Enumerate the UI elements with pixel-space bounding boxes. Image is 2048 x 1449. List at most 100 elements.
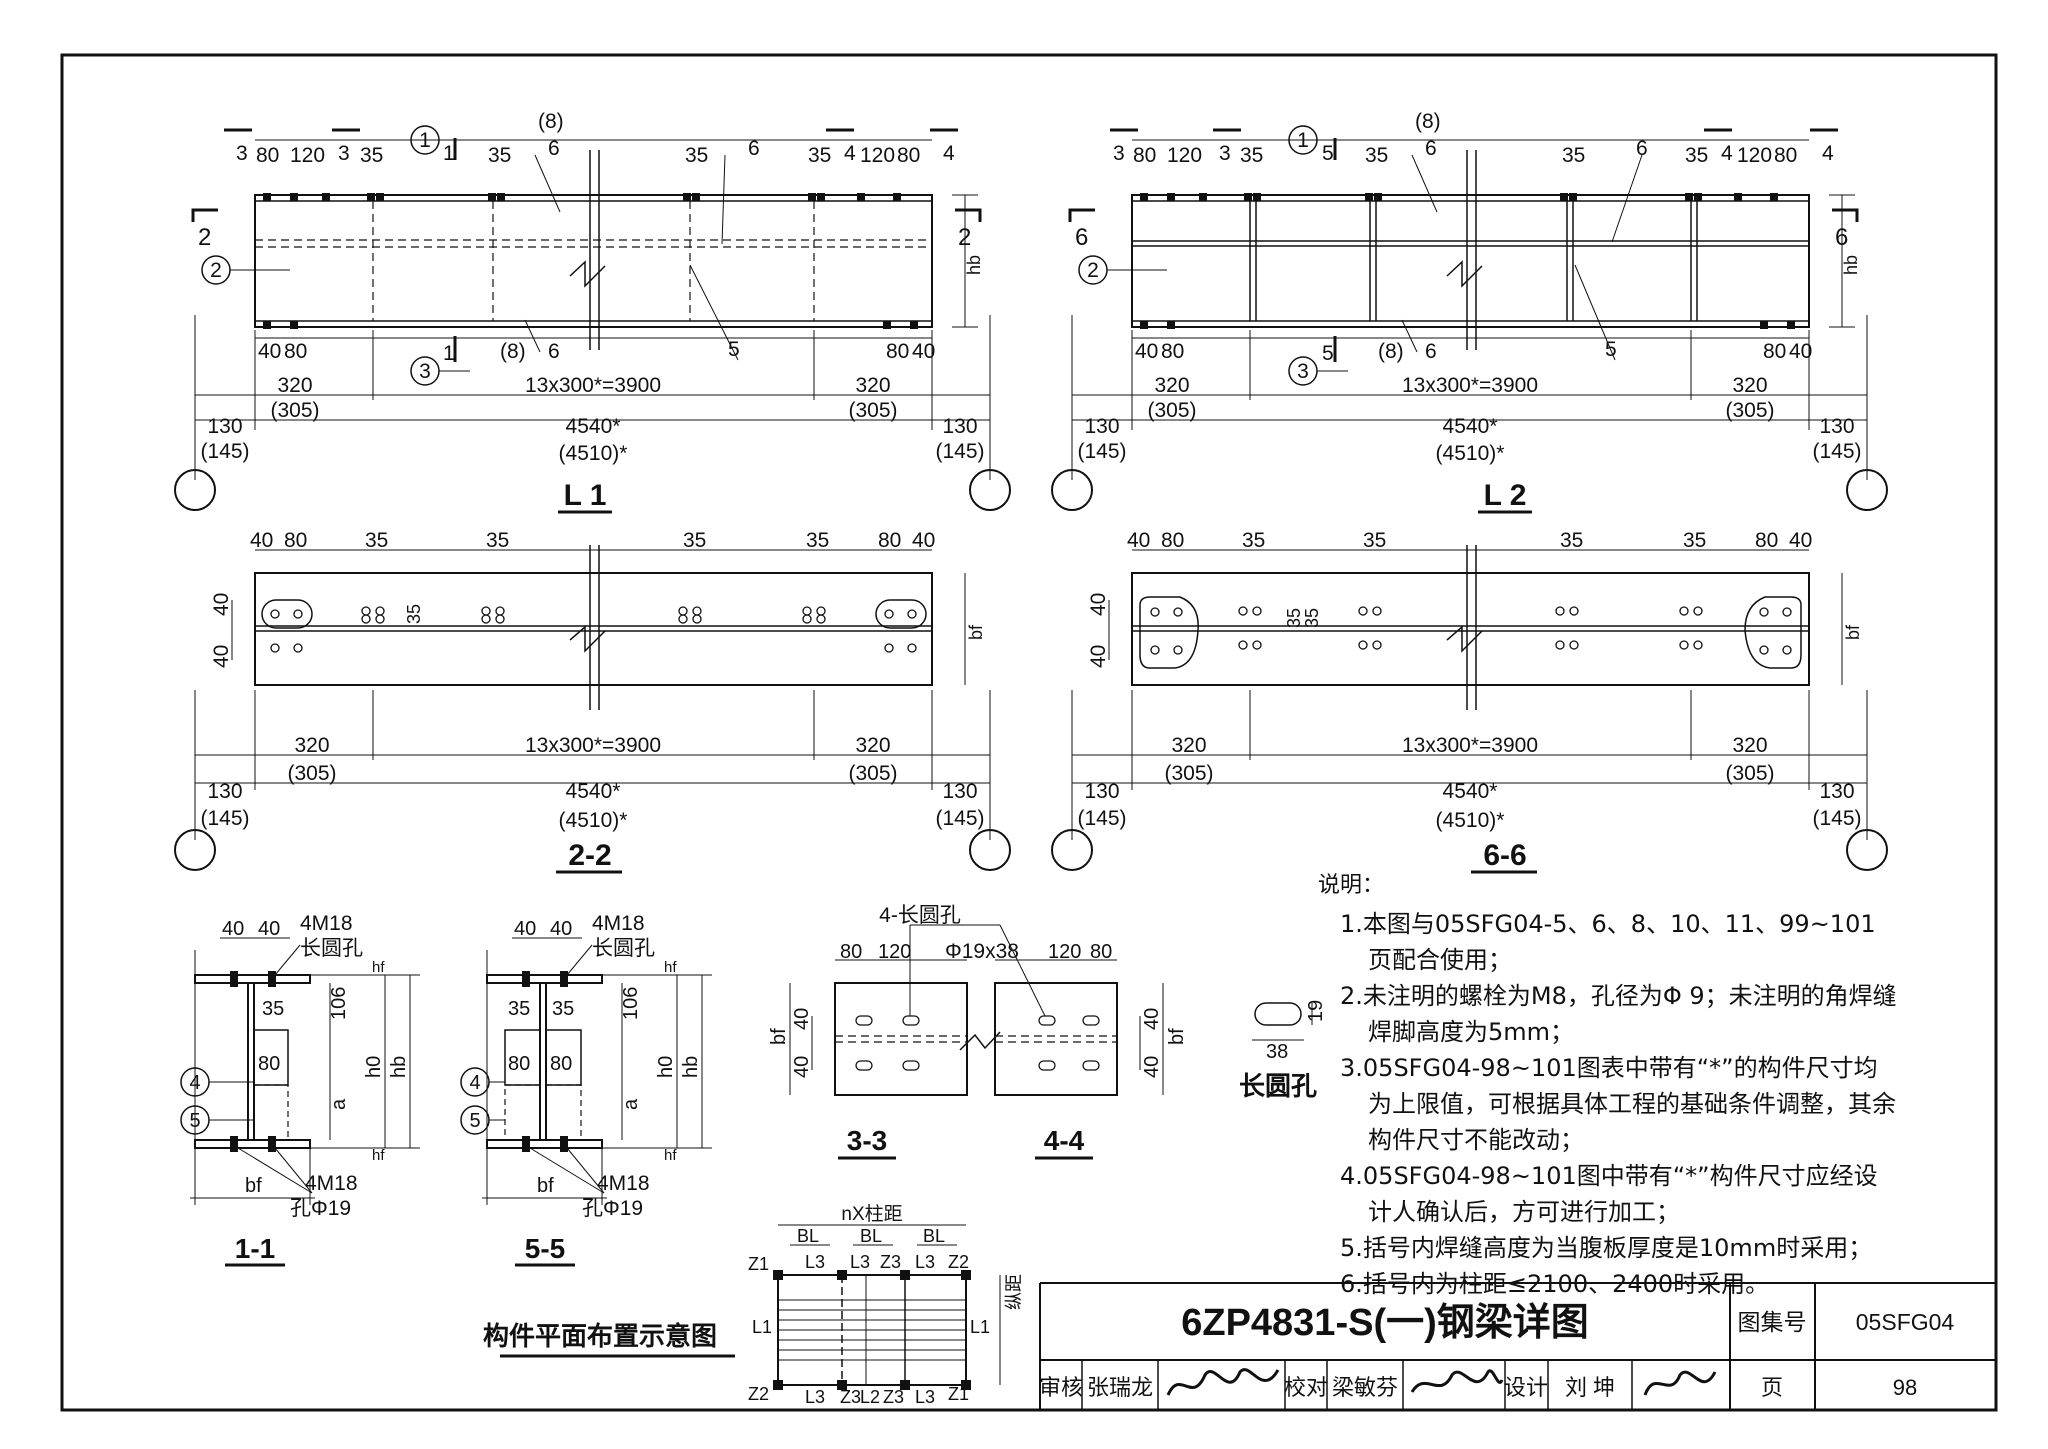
s22-top-label: 35: [683, 529, 706, 552]
s55-title: 5-5: [525, 1233, 565, 1264]
s22-side-label: 35: [404, 604, 424, 624]
s55-bottom-hole: 孔Φ19: [582, 1197, 643, 1220]
l1-bottom-label: 40: [258, 340, 281, 363]
slot-height: 19: [1305, 1000, 1327, 1022]
s66-top-label: 35: [1683, 529, 1706, 552]
section-5-5: [460, 937, 712, 1205]
note-item: 4.05SFG04-98~101图中带有“*”构件尺寸应经设计人确认后，方可进行…: [1340, 1162, 1878, 1226]
l1-callout: 5: [728, 338, 740, 361]
l2-callout: 6: [1425, 340, 1437, 363]
check-label: 校对: [1284, 1375, 1328, 1400]
section-3-3-4-4-labels: 4-长圆孔 Φ19x38 80 120 120 80 40 40 bf 40 4…: [768, 904, 1188, 1156]
beam-l2-labels: 3 80 120 3 35 35 35 35 4 120 80 4 5 5 6 …: [1075, 110, 1862, 512]
l2-top-label: 80: [1774, 144, 1797, 167]
plan-bl: BL: [860, 1226, 882, 1246]
l1-dim: (145): [935, 440, 984, 463]
s66-dim: 320: [1171, 734, 1206, 757]
s66-width-label: bf: [1843, 624, 1863, 640]
l2-top-label: 80: [1133, 144, 1156, 167]
s22-top-label: 80: [878, 529, 901, 552]
l1-callout: (8): [538, 110, 564, 133]
l1-bottom-label: 80: [886, 340, 909, 363]
slot-title: 长圆孔: [1239, 1071, 1317, 1101]
plan-top-row: Z3: [880, 1252, 901, 1272]
s33-hole-label: 4-长圆孔: [879, 904, 961, 927]
s66-side-label: 40: [1087, 645, 1110, 668]
reviewer-name: 张瑞龙: [1087, 1375, 1153, 1400]
plan-bl: BL: [797, 1226, 819, 1246]
l2-callout: (8): [1378, 340, 1404, 363]
s11-bottom-hole: 孔Φ19: [290, 1197, 351, 1220]
s66-dim: 130: [1084, 780, 1119, 803]
note-item: 5.括号内焊缝高度为当腹板厚度是10mm时采用；: [1340, 1234, 1873, 1262]
plan-top-row: Z2: [948, 1252, 969, 1272]
plan-bottom-row: Z3: [883, 1387, 904, 1407]
s22-dim: 130: [207, 780, 242, 803]
s55-top-dim: 40: [514, 918, 536, 940]
l2-member-number: 3: [1297, 360, 1309, 383]
l1-top-label: 80: [897, 144, 920, 167]
reviewer-signature: [1166, 1368, 1280, 1396]
l1-section-mark: 1: [443, 142, 455, 165]
plan-right: L1: [970, 1317, 990, 1337]
l2-top-label: 3: [1219, 142, 1231, 165]
l2-depth-label: hb: [1841, 255, 1861, 275]
s11-label: hf: [372, 959, 385, 976]
page-number: 98: [1893, 1375, 1917, 1400]
l2-dim: (305): [1725, 399, 1774, 422]
plan-bottom-row: Z2: [748, 1384, 769, 1404]
l1-dim: (145): [200, 440, 249, 463]
l2-dim: (145): [1812, 440, 1861, 463]
l2-member-number: 2: [1087, 259, 1099, 282]
l2-callout: 5: [1605, 338, 1617, 361]
s55-label: bf: [537, 1175, 554, 1197]
l2-section-mark: 5: [1322, 142, 1334, 165]
plan-top-row: Z1: [748, 1254, 769, 1274]
s33-side-label: 40: [791, 1056, 813, 1078]
s66-dim: (145): [1812, 807, 1861, 830]
s55-bottom-bolt: 4M18: [597, 1172, 650, 1195]
l2-dim: (305): [1147, 399, 1196, 422]
design-label: 设计: [1504, 1375, 1548, 1400]
s22-dim: 320: [294, 734, 329, 757]
l2-top-label: 35: [1240, 144, 1263, 167]
s22-side-label: 40: [210, 645, 233, 668]
l2-top-label: 4: [1721, 142, 1733, 165]
s55-label: a: [620, 1098, 642, 1110]
s22-top-label: 35: [806, 529, 829, 552]
s33-side-label: bf: [768, 1028, 790, 1045]
plan-bl: BL: [923, 1226, 945, 1246]
l1-callout: 6: [548, 340, 560, 363]
section-6-6-labels: 40 80 35 35 35 35 80 40 40 40 35 35 bf 3…: [1077, 529, 1863, 872]
s33-title: 3-3: [847, 1125, 887, 1156]
s66-top-label: 40: [1127, 529, 1150, 552]
plan-bottom-row: L2: [860, 1387, 880, 1407]
s11-top-bolt: 4M18: [300, 912, 353, 935]
l2-callout: 6: [1425, 137, 1437, 160]
s66-dim: 4540*: [1443, 780, 1498, 803]
s66-top-label: 35: [1363, 529, 1386, 552]
s66-top-label: 35: [1242, 529, 1265, 552]
review-label: 审核: [1039, 1375, 1083, 1400]
s22-dim: 320: [855, 734, 890, 757]
l1-dim: 4540*: [566, 415, 621, 438]
l2-top-label: 4: [1822, 142, 1834, 165]
l2-dim: 320: [1732, 374, 1767, 397]
s66-top-label: 35: [1560, 529, 1583, 552]
l1-section-mark: 2: [958, 224, 971, 251]
plan-bottom-row: Z1: [948, 1384, 969, 1404]
drawing-title: 6ZP4831-S(一)钢梁详图: [1181, 1302, 1589, 1344]
l2-top-label: 35: [1562, 144, 1585, 167]
page-label: 页: [1761, 1375, 1783, 1400]
s11-title: 1-1: [235, 1233, 275, 1264]
l2-top-label: 35: [1365, 144, 1388, 167]
notes-block: 说明： 1.本图与05SFG04-5、6、8、10、11、99~101页配合使用…: [1318, 868, 1898, 1302]
l1-depth-label: hb: [964, 255, 984, 275]
designer-signature: [1643, 1370, 1717, 1396]
s11-member: 4: [189, 1072, 200, 1094]
l1-title: L 1: [564, 479, 607, 512]
notes-heading: 说明：: [1318, 873, 1385, 898]
note-item: 3.05SFG04-98~101图表中带有“*”的构件尺寸均为上限值，可根据具体…: [1340, 1054, 1896, 1154]
l2-dim: 130: [1084, 415, 1119, 438]
l1-callout: (8): [500, 340, 526, 363]
